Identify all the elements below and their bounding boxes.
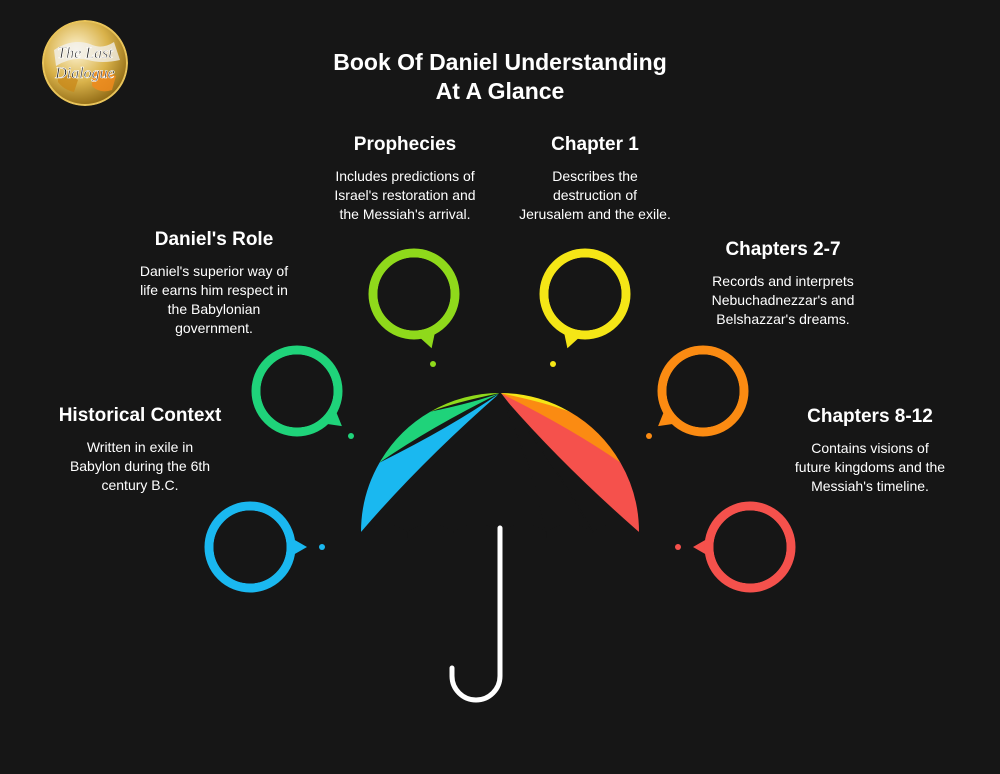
bubble-dot: [348, 433, 354, 439]
umbrella-icon: [361, 392, 639, 703]
desc-line: the Babylonian: [167, 301, 261, 317]
logo: The Last Dialogue: [42, 20, 128, 106]
desc-line: Jerusalem and the exile.: [519, 206, 671, 222]
section-chapters-2-7: Chapters 2-7 Records and interprets Nebu…: [673, 238, 893, 329]
bubble-ring: [368, 248, 460, 340]
bubble-chapters-8-12: [675, 501, 796, 593]
umbrella-scallop: [407, 524, 454, 538]
section-chapter-1: Chapter 1 Describes the destruction of J…: [485, 133, 705, 224]
globe-logo-icon: The Last Dialogue: [42, 20, 128, 106]
bubble-ring: [704, 501, 796, 593]
umbrella-scallop: [500, 524, 547, 538]
section-heading: Prophecies: [353, 134, 457, 155]
desc-line: Daniel's superior way of: [139, 263, 289, 279]
bubble-ring: [251, 345, 343, 437]
desc-line: government.: [175, 320, 253, 336]
umbrella-panel: [361, 393, 500, 532]
bubble-inner: [260, 354, 334, 428]
section-heading: Historical Context: [58, 405, 222, 426]
desc-line: Nebuchadnezzar's and: [711, 292, 855, 308]
bubble-ring: [657, 345, 749, 437]
bubble-dot: [675, 544, 681, 550]
bubble-inner: [213, 510, 287, 584]
bubble-inner: [377, 257, 451, 331]
section-description: Describes the destruction of Jerusalem a…: [485, 167, 705, 224]
desc-line: Written in exile in: [86, 439, 194, 455]
umbrella-panel: [379, 393, 500, 463]
umbrella-scallop: [453, 524, 500, 538]
bubble-ring: [539, 248, 631, 340]
bubble-chapter-1: [539, 248, 631, 367]
umbrella-scallop: [546, 524, 593, 538]
bubble-dot: [550, 361, 556, 367]
umbrella-scallop: [361, 524, 408, 538]
umbrella-panel: [500, 393, 639, 532]
desc-line: Contains visions of: [811, 440, 929, 456]
umbrella-rib: [499, 392, 548, 533]
section-historical-context: Historical Context Written in exile in B…: [30, 404, 250, 495]
umbrella-scallop: [592, 524, 639, 538]
desc-line: Messiah's timeline.: [811, 478, 929, 494]
section-description: Includes predictions of Israel's restora…: [295, 167, 515, 224]
bubble-dot: [646, 433, 652, 439]
desc-line: Israel's restoration and: [334, 187, 476, 203]
bubble-historical-context: [204, 501, 325, 593]
desc-line: century B.C.: [101, 477, 179, 493]
title-line1: Book Of Daniel Understanding: [333, 49, 667, 75]
section-description: Records and interprets Nebuchadnezzar's …: [673, 272, 893, 329]
section-heading: Chapters 2-7: [725, 239, 841, 260]
bubble-daniels-role: [251, 345, 354, 439]
title-line2: At A Glance: [435, 78, 565, 104]
logo-text-line1: The Last: [57, 45, 113, 62]
desc-line: Includes predictions of: [335, 168, 475, 184]
umbrella-rib: [499, 392, 594, 533]
bubble-inner: [713, 510, 787, 584]
desc-line: Babylon during the 6th: [69, 458, 211, 474]
desc-line: life earns him respect in: [140, 282, 288, 298]
bubble-chapters-2-7: [646, 345, 749, 439]
section-description: Written in exile in Babylon during the 6…: [30, 438, 250, 495]
section-heading: Daniel's Role: [154, 229, 274, 250]
section-chapters-8-12: Chapters 8-12 Contains visions of future…: [760, 405, 980, 496]
bubble-dot: [430, 361, 436, 367]
section-description: Contains visions of future kingdoms and …: [760, 439, 980, 496]
logo-text-line2: Dialogue: [54, 65, 115, 82]
desc-line: the Messiah's arrival.: [339, 206, 471, 222]
bubble-dot: [319, 544, 325, 550]
section-heading: Chapters 8-12: [807, 406, 933, 427]
bubble-inner: [666, 354, 740, 428]
bubble-ring: [204, 501, 296, 593]
bubble-inner: [548, 257, 622, 331]
page-title: Book Of Daniel Understanding At A Glance: [300, 48, 700, 106]
section-heading: Chapter 1: [551, 134, 639, 155]
desc-line: destruction of: [552, 187, 638, 203]
section-description: Daniel's superior way of life earns him …: [104, 262, 324, 338]
desc-line: Belshazzar's dreams.: [716, 311, 850, 327]
bubble-prophecies: [368, 248, 460, 367]
desc-line: Describes the: [552, 168, 638, 184]
speech-bubbles: [204, 248, 796, 593]
umbrella-handle: [449, 525, 503, 703]
desc-line: Records and interprets: [712, 273, 854, 289]
desc-line: future kingdoms and the: [794, 459, 946, 475]
section-daniels-role: Daniel's Role Daniel's superior way of l…: [104, 228, 324, 338]
umbrella-rib: [452, 392, 501, 533]
umbrella-rib: [406, 392, 501, 533]
section-prophecies: Prophecies Includes predictions of Israe…: [295, 133, 515, 224]
